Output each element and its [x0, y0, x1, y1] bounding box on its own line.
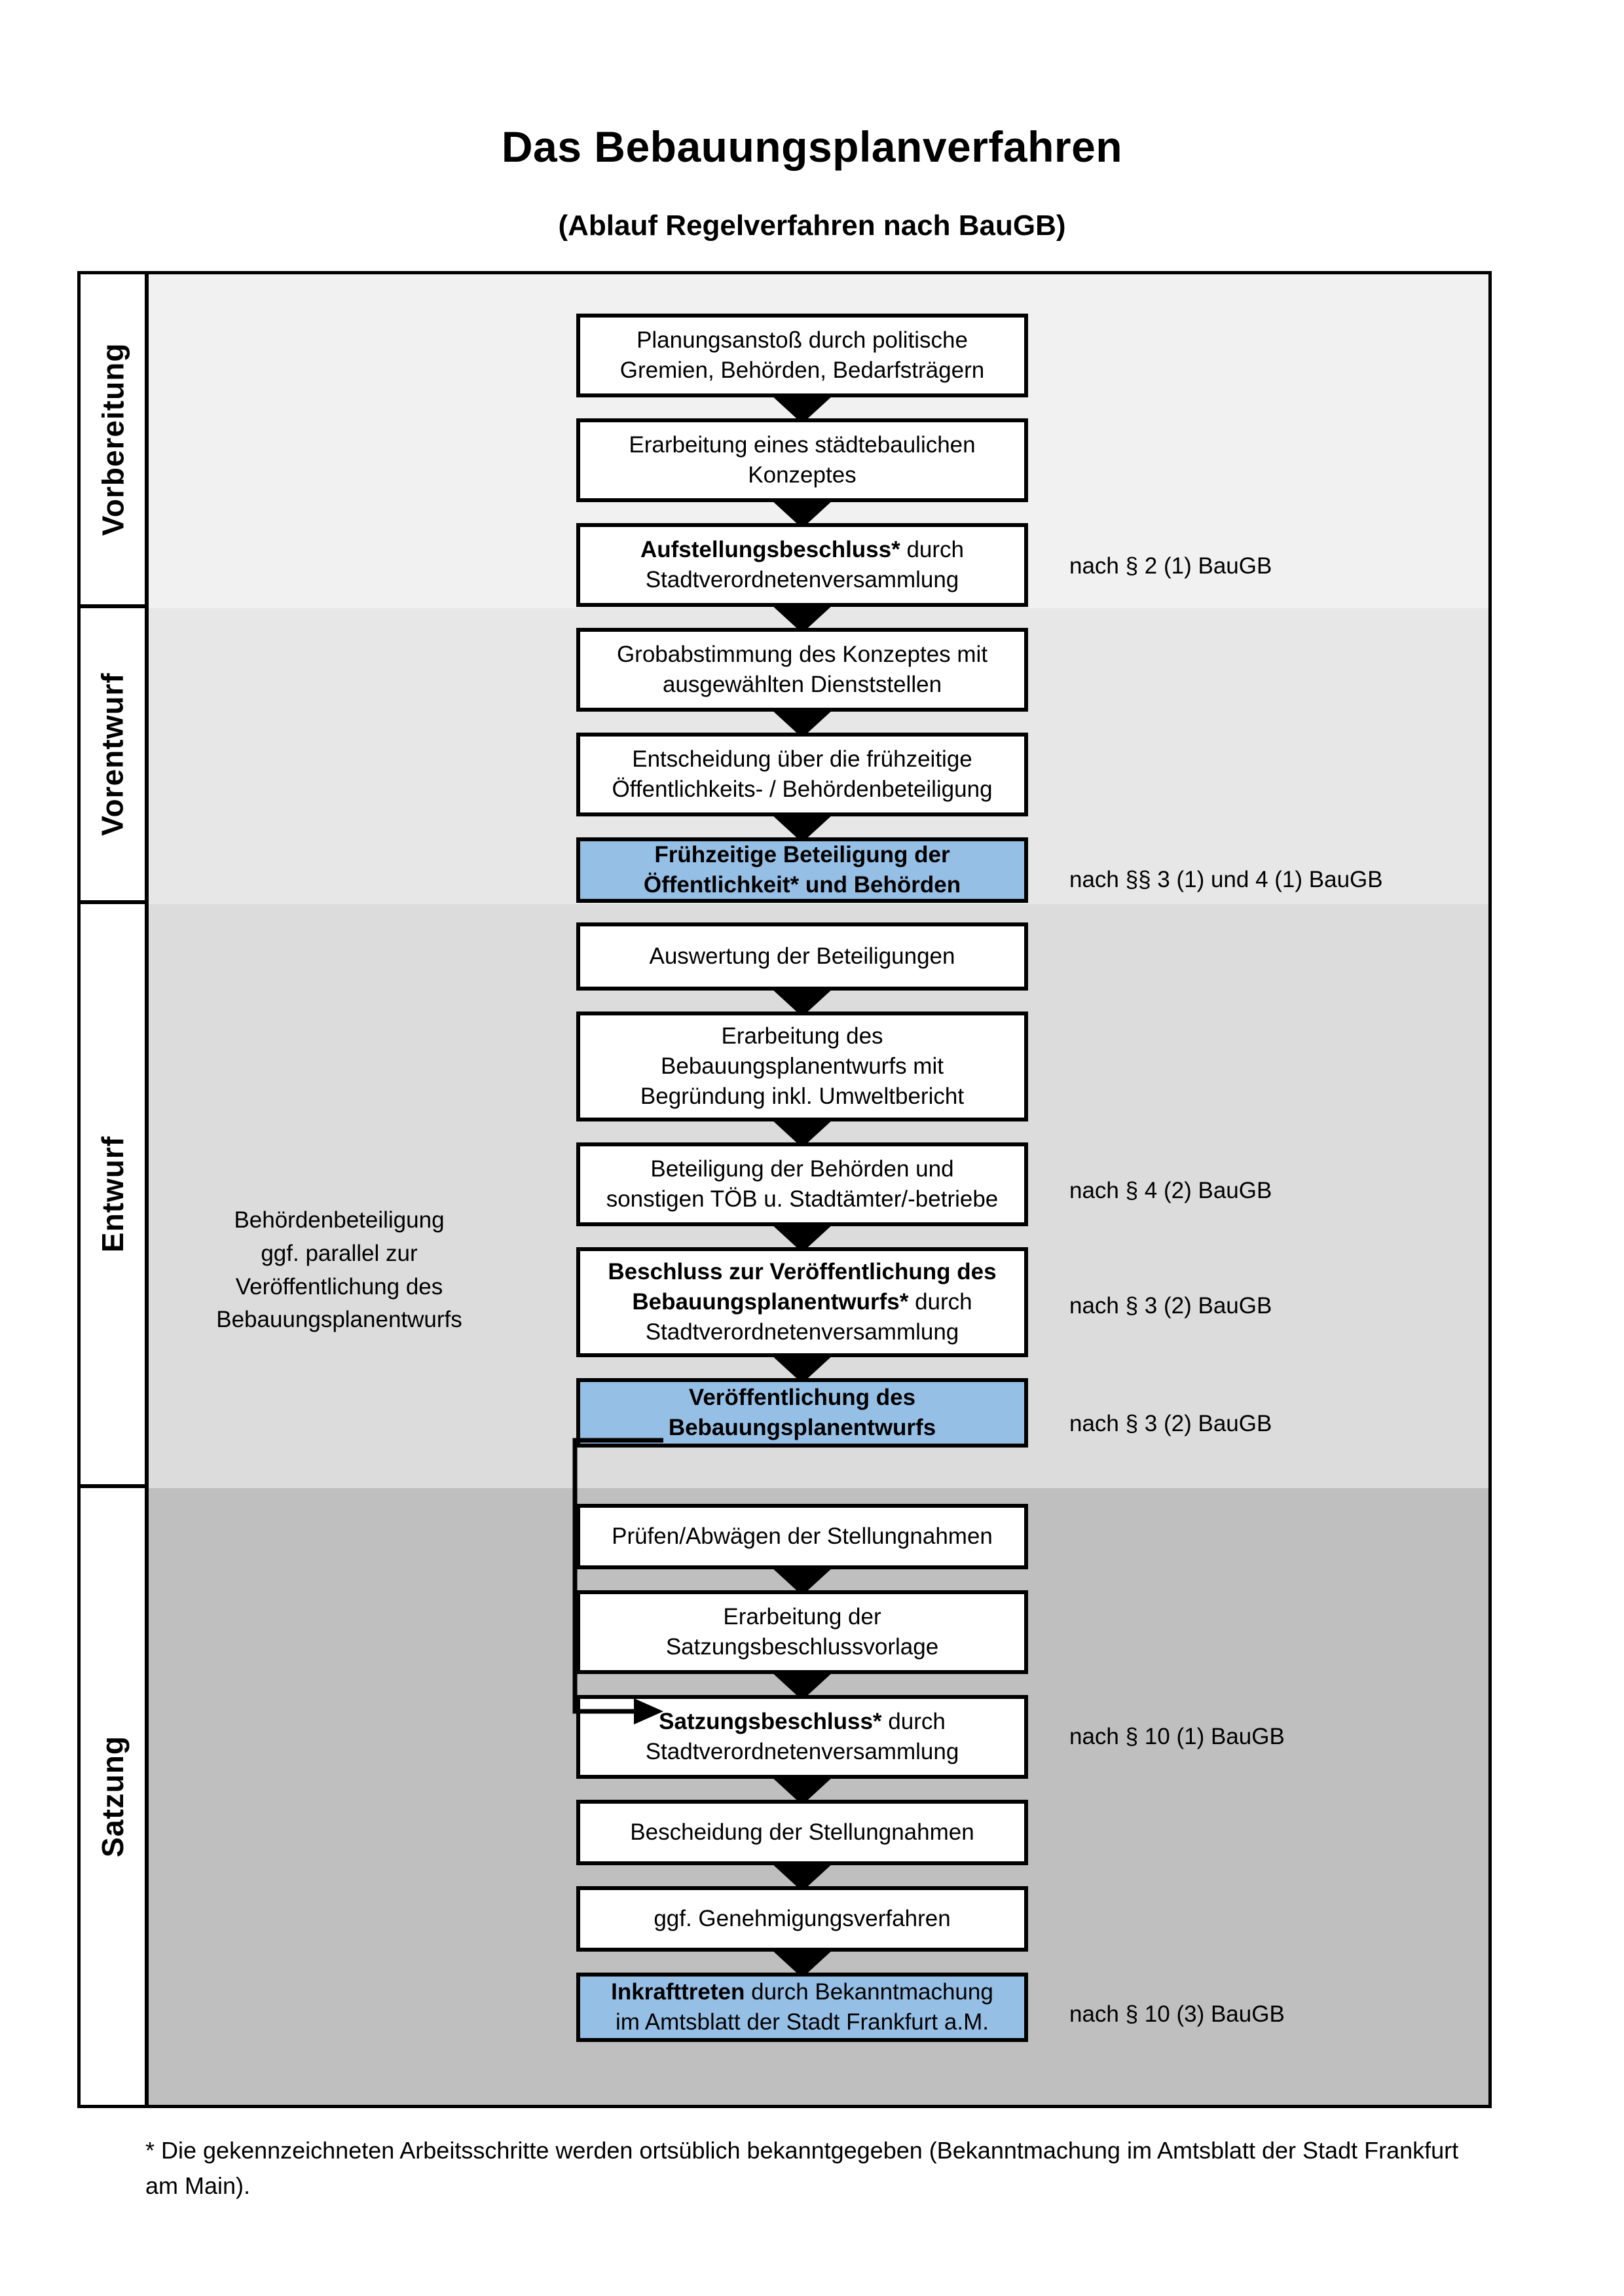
node-text-line3: Begründung inkl. Umweltbericht — [640, 1084, 965, 1110]
node-text-line1: Grobabstimmung des Konzeptes mit — [616, 641, 988, 667]
legal-ref-2-1: nach § 2 (1) BauGB — [1069, 553, 1272, 579]
node-text-line2: Stadtverordnetenversammlung — [645, 567, 959, 592]
node-text-line1: Entscheidung über die frühzeitige — [632, 746, 972, 772]
phase-column-entwurf: Entwurf — [81, 904, 149, 1488]
node-text-line2: Bebauungsplanentwurfs — [668, 1415, 936, 1440]
node-text-line1: Erarbeitung des — [721, 1023, 883, 1049]
node-text-line1: Auswertung der Beteiligungen — [649, 943, 955, 969]
node-text-rest: durch — [881, 1708, 946, 1734]
node-text-line1: Bescheidung der Stellungnahmen — [630, 1819, 974, 1845]
node-text-line2: Stadtverordnetenversammlung — [645, 1739, 959, 1764]
node-text-line2: ausgewählten Dienststellen — [662, 672, 942, 697]
node-text-bold: Satzungsbeschluss* — [659, 1708, 882, 1734]
flow-node-fruehzeitige-beteiligung[interactable]: Frühzeitige Beteiligung der Öffentlichke… — [576, 837, 1028, 903]
legal-ref-3-1-4-1: nach §§ 3 (1) und 4 (1) BauGB — [1069, 867, 1383, 892]
flow-node-bescheidung[interactable]: Bescheidung der Stellungnahmen — [576, 1800, 1028, 1865]
phase-column-vorentwurf: Vorentwurf — [81, 608, 149, 904]
flow-node-erarbeitung-entwurf[interactable]: Erarbeitung des Bebauungsplanentwurfs mi… — [576, 1011, 1028, 1121]
flow-node-auswertung[interactable]: Auswertung der Beteiligungen — [576, 922, 1028, 991]
phase-label-vorentwurf: Vorentwurf — [96, 672, 130, 836]
flow-node-satzungsbeschlussvorlage[interactable]: Erarbeitung der Satzungsbeschlussvorlage — [576, 1590, 1028, 1674]
node-text-bold2: Bebauungsplanentwurfs* — [632, 1288, 909, 1315]
phase-column-satzung: Satzung — [81, 1488, 149, 2105]
node-text-line2: Öffentlichkeits- / Behördenbeteiligung — [612, 776, 993, 802]
node-text-line2: Konzeptes — [748, 462, 857, 488]
phase-column-vorbereitung: Vorbereitung — [81, 274, 149, 608]
node-text-bold: Inkrafttreten — [611, 1978, 745, 2005]
node-text-line1: Erarbeitung eines städtebaulichen — [629, 431, 976, 458]
node-text-line1: Beteiligung der Behörden und — [650, 1156, 954, 1182]
flow-node-beschluss-veroeffentlichung[interactable]: Beschluss zur Veröffentlichung des Bebau… — [576, 1247, 1028, 1357]
footnote: * Die gekennzeichneten Arbeitsschritte w… — [145, 2137, 1459, 2199]
node-text-line2: im Amtsblatt der Stadt Frankfurt a.M. — [616, 2009, 989, 2035]
flow-node-beteiligung-behoerden[interactable]: Beteiligung der Behörden und sonstigen T… — [576, 1142, 1028, 1226]
node-text-rest: durch Bekanntmachung — [745, 1978, 993, 2005]
flow-node-entscheidung-fruehzeitig[interactable]: Entscheidung über die frühzeitige Öffent… — [576, 733, 1028, 816]
node-text-line2: sonstigen TÖB u. Stadtämter/-betriebe — [606, 1186, 999, 1212]
phase-label-satzung: Satzung — [96, 1736, 130, 1857]
page-title: Das Bebauungsplanverfahren — [501, 122, 1123, 171]
legal-ref-10-3: nach § 10 (3) BauGB — [1069, 2001, 1285, 2027]
legal-ref-3-2-a: nach § 3 (2) BauGB — [1069, 1293, 1272, 1319]
flow-node-genehmigungsverfahren[interactable]: ggf. Genehmigungsverfahren — [576, 1886, 1028, 1952]
node-text-line2: Öffentlichkeit* und Behörden — [643, 872, 961, 898]
sidenote-line1: Behördenbeteiligung — [234, 1207, 445, 1233]
node-text-line2: Bebauungsplanentwurfs mit — [661, 1053, 944, 1079]
phase-label-entwurf: Entwurf — [96, 1135, 130, 1253]
node-text-line1: Veröffentlichung des — [688, 1384, 916, 1410]
page-subtitle: (Ablauf Regelverfahren nach BauGB) — [558, 210, 1066, 242]
flow-node-konzept[interactable]: Erarbeitung eines städtebaulichen Konzep… — [576, 418, 1028, 502]
node-text-line1: Erarbeitung der — [723, 1603, 881, 1630]
legal-ref-4-2: nach § 4 (2) BauGB — [1069, 1178, 1272, 1203]
phase-label-vorbereitung: Vorbereitung — [96, 342, 130, 536]
node-text-rest: durch — [908, 1288, 972, 1315]
flow-node-inkrafttreten[interactable]: Inkrafttreten durch Bekanntmachung im Am… — [576, 1973, 1028, 2042]
node-text-line1: Frühzeitige Beteiligung der — [654, 841, 950, 867]
node-text-line3: Stadtverordnetenversammlung — [645, 1319, 959, 1345]
legal-ref-10-1: nach § 10 (1) BauGB — [1069, 1724, 1285, 1749]
flow-node-veroeffentlichung[interactable]: Veröffentlichung des Bebauungsplanentwur… — [576, 1378, 1028, 1448]
node-text-line1: Prüfen/Abwägen der Stellungnahmen — [612, 1523, 993, 1549]
node-text-bold1: Beschluss zur Veröffentlichung des — [608, 1258, 997, 1285]
flow-node-grobabstimmung[interactable]: Grobabstimmung des Konzeptes mit ausgewä… — [576, 628, 1028, 712]
legal-ref-3-2-b: nach § 3 (2) BauGB — [1069, 1411, 1272, 1436]
bracket-connector-arrow — [572, 1438, 663, 1724]
node-text-line1: ggf. Genehmigungsverfahren — [654, 1905, 951, 1931]
sidenote-line4: Bebauungsplanentwurfs — [216, 1307, 462, 1333]
diagram-frame: Vorbereitung Vorentwurf Entwurf Satzung … — [77, 271, 1492, 2108]
node-text-line2: Satzungsbeschlussvorlage — [665, 1634, 939, 1660]
flow-node-planungsanstoss[interactable]: Planungsanstoß durch politische Gremien,… — [576, 314, 1028, 397]
sidenote-behoerdenbeteiligung: Behördenbeteiligung ggf. parallel zur Ve… — [198, 1204, 480, 1337]
node-text-line1: Planungsanstoß durch politische — [637, 327, 968, 353]
sidenote-line3: Veröffentlichung des — [235, 1273, 443, 1300]
node-text-bold: Aufstellungsbeschluss* — [640, 536, 900, 562]
flow-node-aufstellungsbeschluss[interactable]: Aufstellungsbeschluss* durch Stadtverord… — [576, 523, 1028, 607]
flow-node-pruefen-abwaegen[interactable]: Prüfen/Abwägen der Stellungnahmen — [576, 1504, 1028, 1569]
node-text-rest: durch — [900, 536, 965, 562]
sidenote-line2: ggf. parallel zur — [261, 1240, 418, 1266]
node-text-line2: Gremien, Behörden, Bedarfsträgern — [619, 357, 985, 383]
